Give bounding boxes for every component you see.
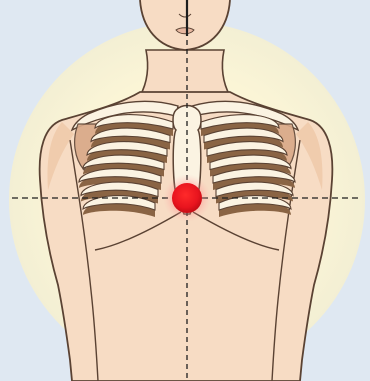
red-dot-icon (163, 174, 211, 222)
lips (176, 28, 194, 34)
marker-dot (172, 183, 202, 213)
neck (140, 50, 230, 96)
